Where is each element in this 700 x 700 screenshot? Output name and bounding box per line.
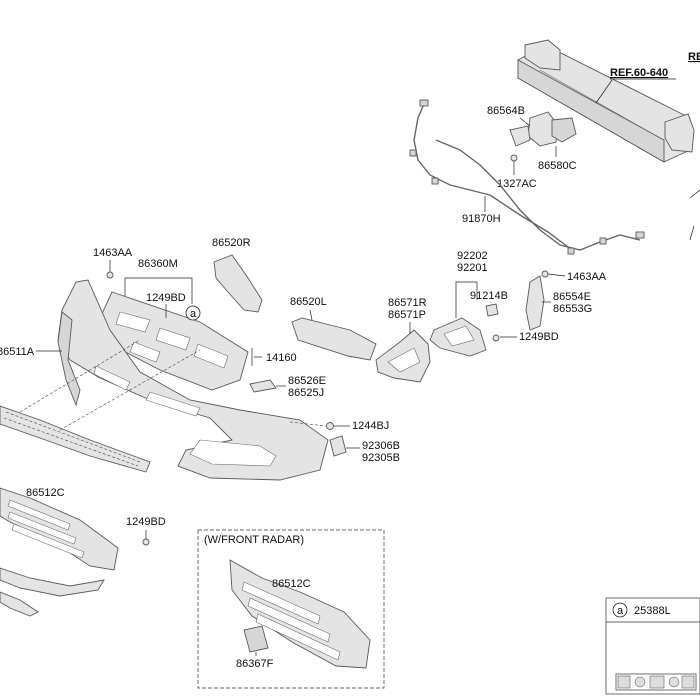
part-1463AA-right-label: 1463AA (567, 271, 607, 283)
part-86525J-label: 86525J (288, 387, 324, 399)
part-92305B-label: 92305B (362, 452, 400, 464)
side-trim-86554E (525, 275, 545, 331)
part-86367F-label: 86367F (236, 658, 274, 670)
part-1244BJ-label: 1244BJ (352, 420, 389, 432)
callout-a-marker (185, 305, 201, 321)
part-1249BD-top-label: 1249BD (146, 292, 186, 304)
part-1327AC-label: 1327AC (497, 178, 537, 190)
part-86512C-box-label: 86512C (272, 578, 311, 590)
part-92306B-label: 92306B (362, 440, 400, 452)
legend-a-letter: a (617, 605, 624, 617)
ref-60-640-label: REF.60-640 (610, 67, 668, 79)
legend-box (605, 597, 700, 695)
part-1463AA-top-label: 1463AA (93, 247, 133, 259)
front-radar-box-title: (W/FRONT RADAR) (204, 534, 304, 546)
part-86564B-label: 86564B (487, 105, 525, 117)
part-1249BD-right-label: 1249BD (519, 331, 559, 343)
upper-grille-bracket (99, 291, 249, 391)
bracket-86520R (213, 254, 263, 313)
part-86554E-label: 86554E (553, 291, 591, 303)
lower-trim-strips (0, 567, 105, 617)
part-92201-label: 92201 (457, 262, 488, 274)
part-86512C-left-label: 86512C (26, 487, 65, 499)
part-25388L-label: 25388L (634, 605, 671, 617)
part-91214B-label: 91214B (470, 290, 508, 302)
lower-grille-mesh (0, 405, 151, 473)
part-1249BD-left-label: 1249BD (126, 516, 166, 528)
legend-a-marker (612, 602, 628, 618)
part-86520L-label: 86520L (290, 296, 327, 308)
callout-a-letter: a (190, 308, 197, 320)
front-bumper-cover (57, 279, 329, 481)
part-14160-label: 14160 (266, 352, 297, 364)
lamp-92201 (429, 317, 487, 357)
bumper-beam (517, 39, 695, 163)
part-86571R-label: 86571R (388, 297, 427, 309)
front-radar-variant-box (197, 529, 385, 689)
warning-label-25388L (615, 673, 697, 691)
part-86520R-label: 86520R (212, 237, 251, 249)
part-86526E-label: 86526E (288, 375, 326, 387)
ref-edge-label: RE (688, 51, 700, 63)
part-92202-label: 92202 (457, 250, 488, 262)
part-91870H-label: 91870H (462, 213, 501, 225)
part-86511A-label: 86511A (0, 346, 35, 358)
mounting-bracket (509, 111, 577, 147)
lower-grille-radar-86512C (229, 559, 371, 669)
fog-lamp-86571 (375, 329, 431, 383)
wiring-harness (409, 99, 645, 255)
part-86571P-label: 86571P (388, 309, 426, 321)
lower-grille-86512C (0, 487, 119, 571)
part-86360M-label: 86360M (138, 258, 178, 270)
part-86553G-label: 86553G (553, 303, 592, 315)
bracket-86520L (291, 317, 377, 361)
part-86580C-label: 86580C (538, 160, 577, 172)
